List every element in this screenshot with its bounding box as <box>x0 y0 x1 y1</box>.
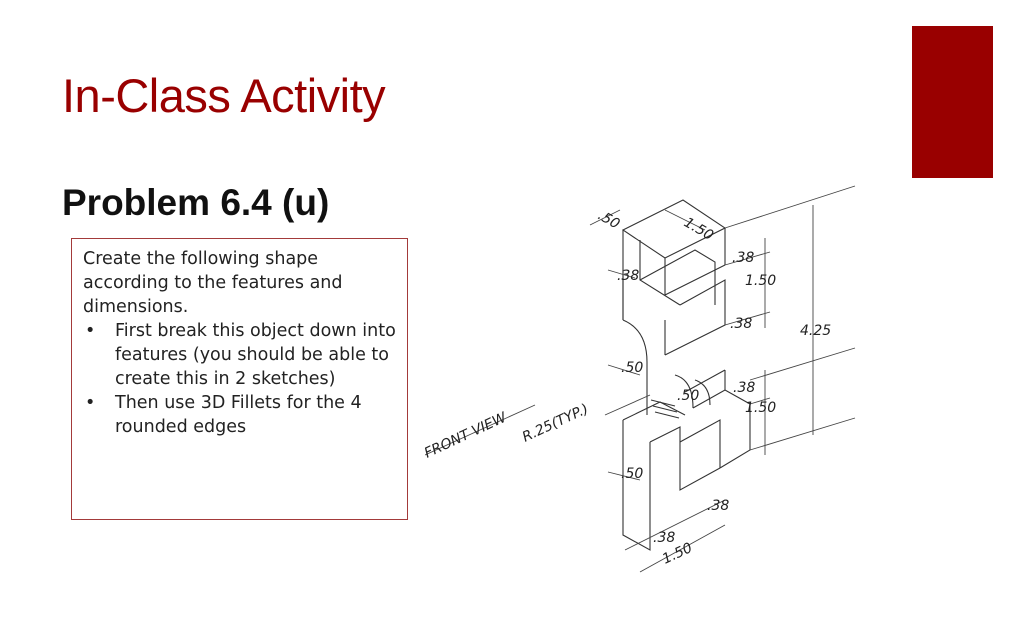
dim-label: .38 <box>653 530 675 546</box>
part-outline <box>621 199 751 551</box>
dim-label: 1.50 <box>745 400 776 416</box>
instructions-intro: Create the following shape according to … <box>83 249 343 317</box>
dim-label: .50 <box>621 466 643 482</box>
dim-label: .38 <box>707 498 729 514</box>
list-item-text: Then use 3D Fillets for the 4 rounded ed… <box>115 393 362 437</box>
dim-label: .50 <box>621 360 643 376</box>
list-item-text: First break this object down into featur… <box>115 321 396 389</box>
fillet-label: R.25(TYP.) <box>520 401 591 446</box>
dim-label: .38 <box>732 250 754 266</box>
dim-label: .38 <box>733 380 755 396</box>
isometric-drawing: .50 1.50 .38 1.50 .38 4.25 .38 1.50 .38 … <box>425 185 856 573</box>
dim-label: .38 <box>617 268 639 284</box>
instructions-list: • First break this object down into feat… <box>83 319 397 439</box>
bullet-icon: • <box>85 393 96 413</box>
dimension-lines <box>425 185 856 573</box>
list-item: • First break this object down into feat… <box>83 319 397 391</box>
bullet-icon: • <box>85 321 96 341</box>
dimension-labels: .50 1.50 .38 1.50 .38 4.25 .38 1.50 .38 … <box>425 208 831 568</box>
slide-title: In-Class Activity <box>62 69 386 122</box>
dim-label: .38 <box>730 316 752 332</box>
dim-label: 1.50 <box>745 273 776 289</box>
instructions-box: Create the following shape according to … <box>71 238 408 520</box>
list-item: • Then use 3D Fillets for the 4 rounded … <box>83 391 397 439</box>
front-view-label: FRONT VIEW <box>425 409 510 461</box>
problem-heading: Problem 6.4 (u) <box>62 182 330 223</box>
accent-bar <box>912 26 993 178</box>
dim-label: 4.25 <box>800 323 831 339</box>
dim-label: .50 <box>677 388 699 404</box>
